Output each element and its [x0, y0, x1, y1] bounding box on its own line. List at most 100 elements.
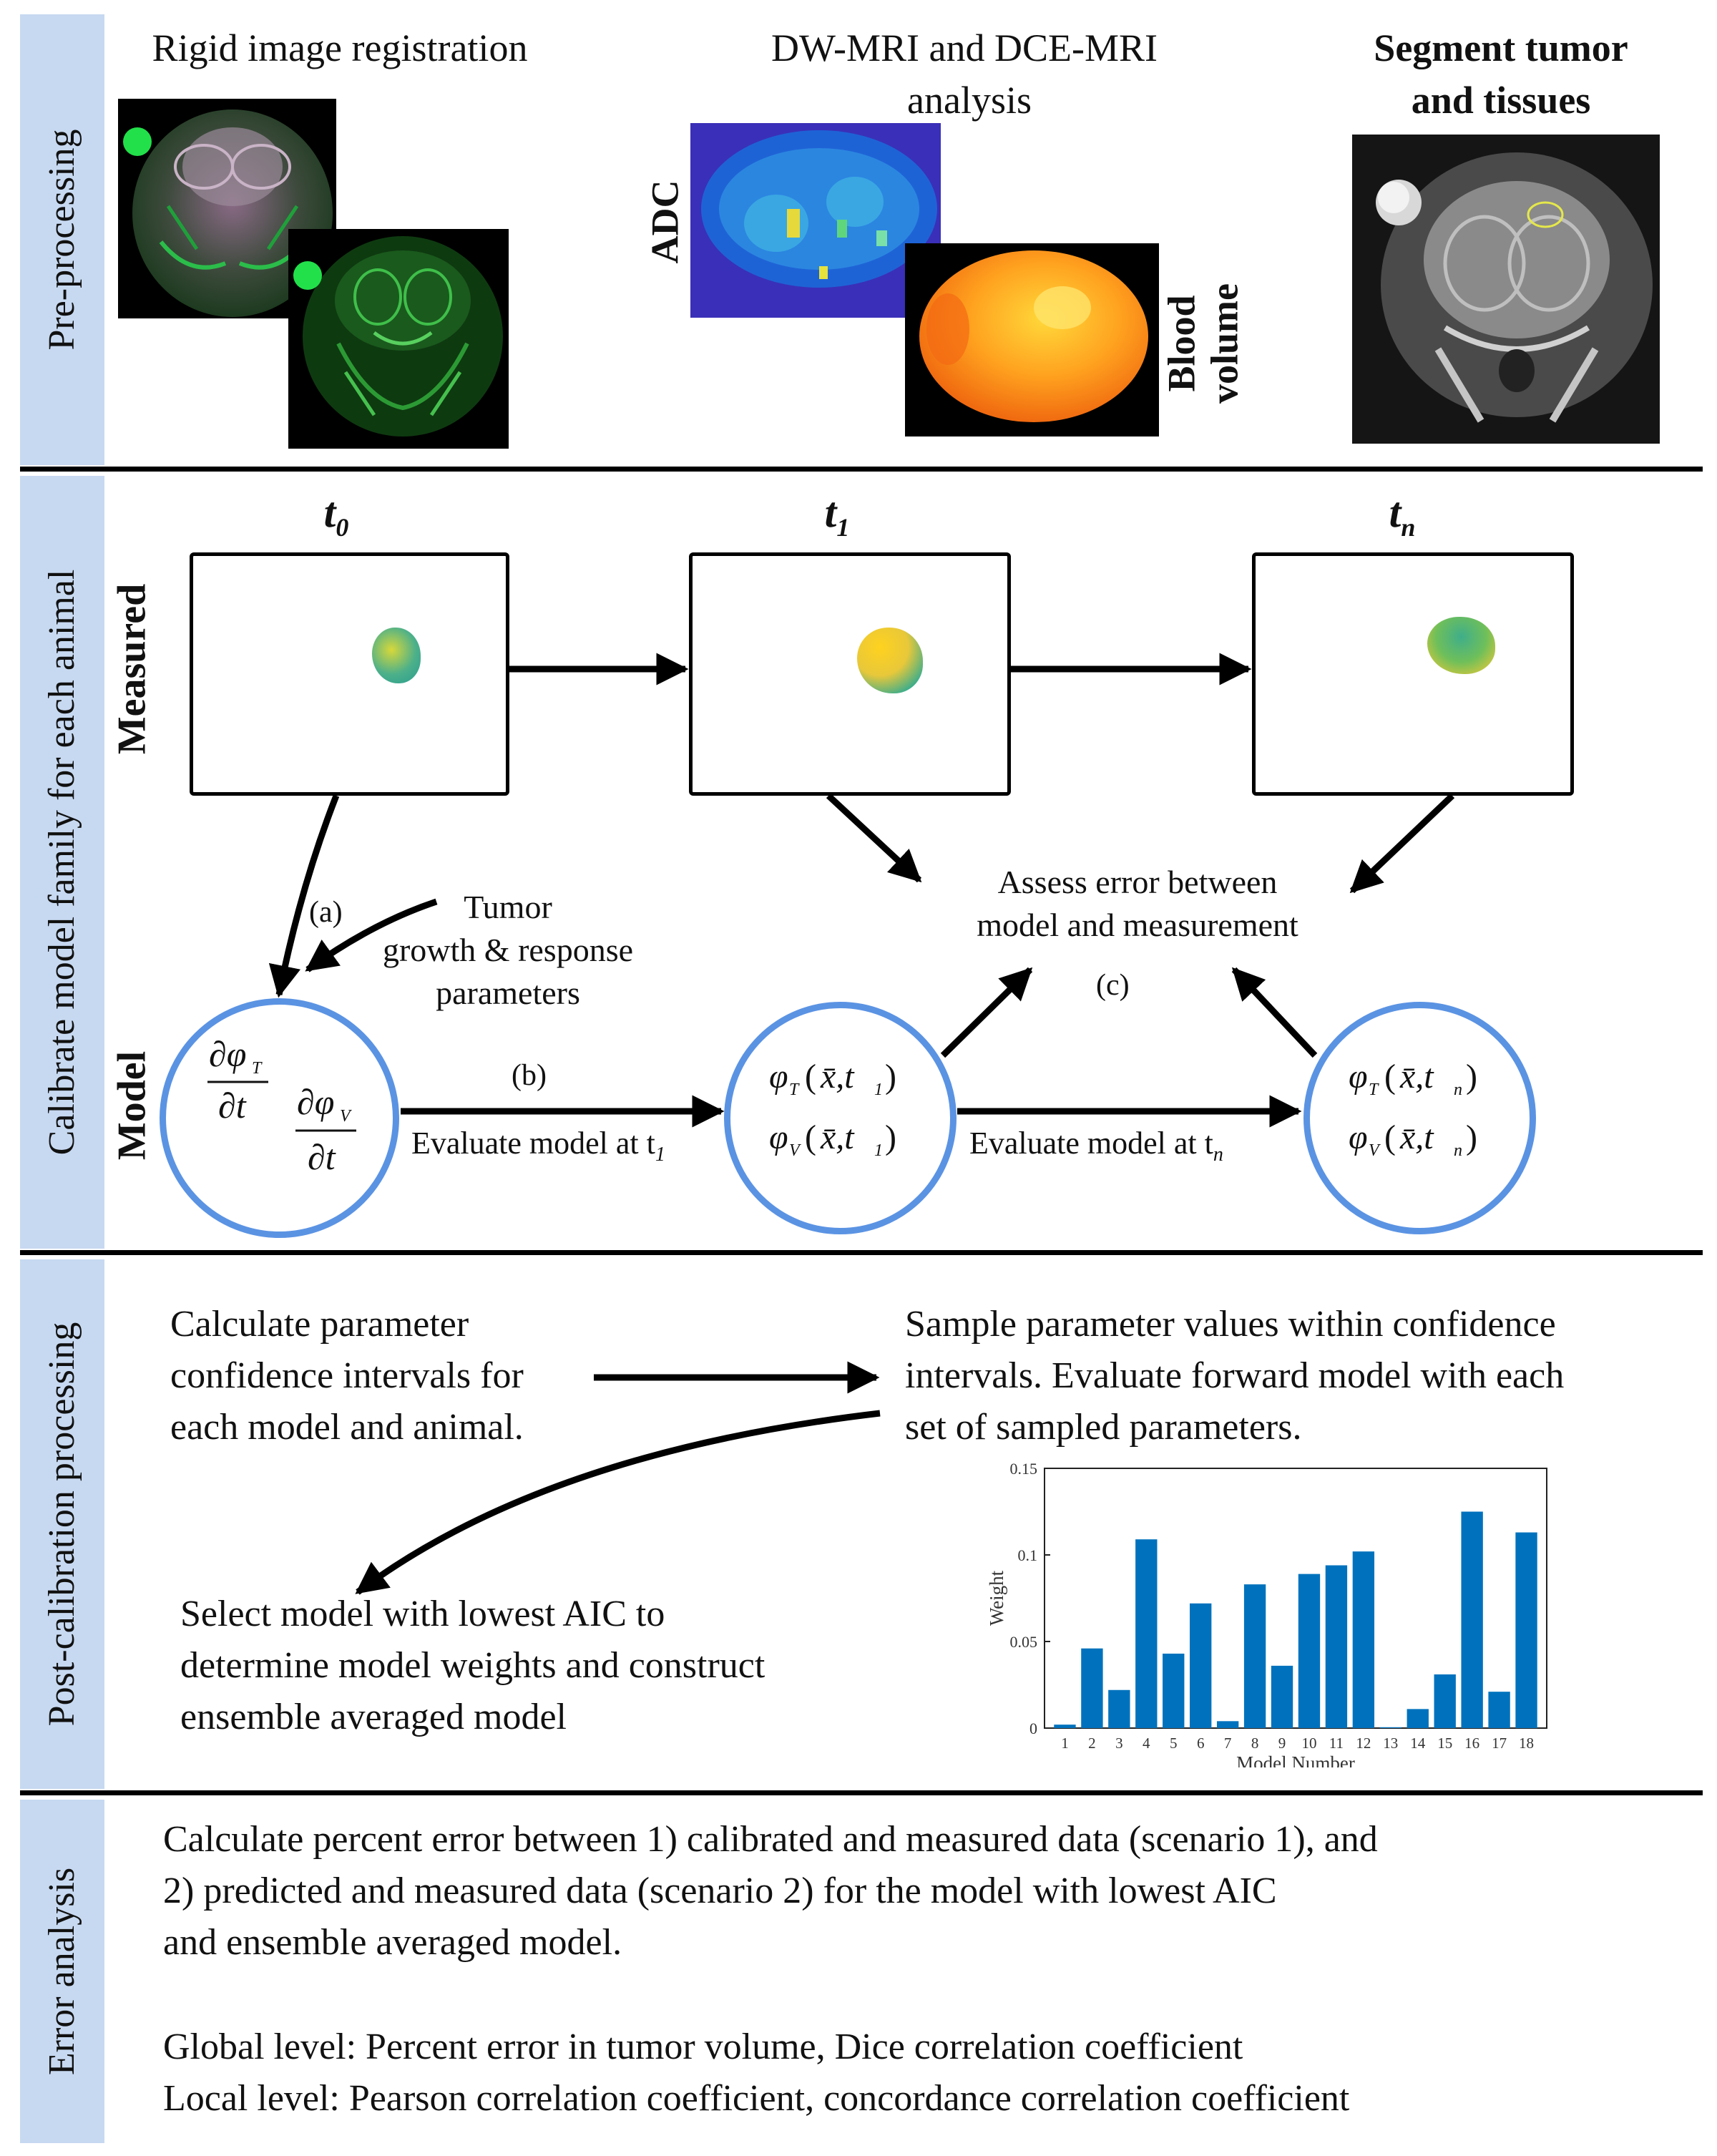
- time-label-tn: tn: [1389, 489, 1416, 542]
- bar-model-5: [1163, 1653, 1185, 1728]
- tumor-map: [372, 628, 421, 683]
- sidebar-error: [20, 1800, 104, 2143]
- svg-text:∂φ: ∂φ: [297, 1082, 334, 1122]
- bar-model-9: [1271, 1665, 1293, 1728]
- x-tick-label: 13: [1383, 1735, 1398, 1752]
- section-label-preprocessing: Pre-processing: [41, 129, 82, 351]
- model-circle-tn: [1303, 1002, 1536, 1234]
- x-tick-label: 2: [1088, 1735, 1096, 1752]
- svg-text:(: (: [805, 1058, 816, 1096]
- x-tick-label: 15: [1437, 1735, 1452, 1752]
- svg-text:): ): [1466, 1118, 1477, 1156]
- segment-title-line2: and tissues: [1411, 79, 1591, 122]
- error-global-level: Global level: Percent error in tumor vol…: [163, 2026, 1243, 2067]
- time-label-t0: t0: [323, 489, 349, 542]
- arrow-t1-to-assess: [826, 793, 922, 883]
- y-tick-label: 0.05: [1010, 1633, 1038, 1651]
- adc-label: ADC: [643, 180, 687, 264]
- measured-row-label: Measured: [109, 583, 155, 755]
- x-tick-label: 11: [1329, 1735, 1344, 1752]
- svg-text:T: T: [1369, 1081, 1379, 1099]
- svg-text:(: (: [1384, 1058, 1396, 1096]
- x-tick-label: 12: [1356, 1735, 1371, 1752]
- bar-model-17: [1488, 1692, 1510, 1728]
- bar-model-16: [1461, 1511, 1483, 1728]
- svg-text:V: V: [1369, 1141, 1381, 1160]
- svg-text:T: T: [789, 1081, 800, 1099]
- label-c: (c): [1096, 969, 1130, 1002]
- svg-text:T: T: [252, 1059, 263, 1078]
- svg-text:n: n: [1454, 1141, 1462, 1160]
- svg-text:1: 1: [874, 1081, 883, 1099]
- chart-axes-box: [1044, 1468, 1547, 1729]
- adc-map-image: [690, 123, 941, 318]
- calc-ci-line1: Calculate parameter: [170, 1304, 469, 1345]
- svg-text:V: V: [340, 1107, 352, 1126]
- x-tick-label: 3: [1115, 1735, 1123, 1752]
- x-axis-label: Model Number: [1236, 1752, 1355, 1767]
- x-tick-label: 9: [1278, 1735, 1286, 1752]
- svg-text:): ): [885, 1058, 896, 1096]
- sidebar-preprocessing: [20, 14, 104, 465]
- arrow-model-tn-to-assess: [1231, 967, 1318, 1058]
- x-tick-label: 14: [1410, 1735, 1426, 1752]
- segment-title-line1: Segment tumor: [1374, 26, 1628, 69]
- svg-text:n: n: [1454, 1081, 1462, 1099]
- svg-text:): ): [1466, 1058, 1477, 1096]
- bar-model-6: [1190, 1603, 1212, 1728]
- section-divider: [20, 1790, 1703, 1795]
- sample-line1: Sample parameter values within confidenc…: [905, 1304, 1556, 1345]
- error-text-line3: and ensemble averaged model.: [163, 1922, 622, 1963]
- evaluate-model-tn: Evaluate model at tn: [969, 1126, 1223, 1166]
- sample-line2: intervals. Evaluate forward model with e…: [905, 1355, 1565, 1396]
- svg-text:x̄,t: x̄,t: [820, 1118, 855, 1156]
- model-row-label: Model: [109, 1050, 155, 1161]
- svg-text:φ: φ: [769, 1118, 788, 1156]
- segmentation-mri-image: [1352, 135, 1660, 444]
- arrow-model-t1-to-assess: [940, 967, 1033, 1058]
- assess-error-line1: Assess error between: [997, 864, 1278, 900]
- svg-text:∂t: ∂t: [308, 1137, 336, 1177]
- x-tick-label: 17: [1492, 1735, 1507, 1752]
- sidebar-post: [20, 1259, 104, 1789]
- measured-image-t0: [190, 552, 509, 796]
- section-divider: [20, 467, 1703, 472]
- bar-model-2: [1081, 1648, 1103, 1728]
- calc-ci-line3: each model and animal.: [170, 1407, 524, 1448]
- assess-error-line2: model and measurement: [977, 907, 1298, 943]
- x-tick-label: 4: [1143, 1735, 1150, 1752]
- svg-text:x̄,t: x̄,t: [1399, 1118, 1434, 1156]
- x-tick-label: 10: [1301, 1735, 1316, 1752]
- evaluate-model-t1: Evaluate model at t1: [411, 1126, 665, 1166]
- bar-model-15: [1434, 1674, 1456, 1728]
- error-text-line1: Calculate percent error between 1) calib…: [163, 1819, 1378, 1860]
- svg-text:∂φ: ∂φ: [209, 1034, 246, 1074]
- label-a: (a): [309, 896, 343, 929]
- bar-model-1: [1054, 1725, 1076, 1728]
- model-circle-pde: [160, 998, 399, 1238]
- x-tick-label: 5: [1170, 1735, 1178, 1752]
- y-tick-label: 0.15: [1010, 1460, 1038, 1478]
- svg-text:(: (: [1384, 1118, 1396, 1156]
- x-tick-label: 8: [1251, 1735, 1259, 1752]
- svg-text:x̄,t: x̄,t: [1399, 1058, 1434, 1096]
- select-model-line1: Select model with lowest AIC to: [180, 1594, 665, 1634]
- dwmri-title-line2: analysis: [907, 79, 1032, 122]
- svg-text:1: 1: [874, 1141, 883, 1160]
- bar-model-3: [1108, 1689, 1130, 1728]
- measured-image-tn: [1252, 552, 1574, 796]
- blood-volume-label-line1: Blood: [1160, 295, 1203, 392]
- tumor-params-line3: parameters: [436, 975, 580, 1011]
- svg-text:V: V: [789, 1141, 801, 1160]
- section-label-post: Post-calibration processing: [41, 1322, 82, 1727]
- registration-image-overlay: [118, 99, 336, 318]
- blood-volume-label-line2: volume: [1203, 283, 1246, 404]
- section-label-error: Error analysis: [41, 1867, 82, 2076]
- y-tick-label: 0: [1029, 1720, 1037, 1737]
- svg-text:φ: φ: [769, 1058, 788, 1096]
- bar-model-13: [1379, 1727, 1402, 1728]
- sidebar-calibrate: [20, 476, 104, 1249]
